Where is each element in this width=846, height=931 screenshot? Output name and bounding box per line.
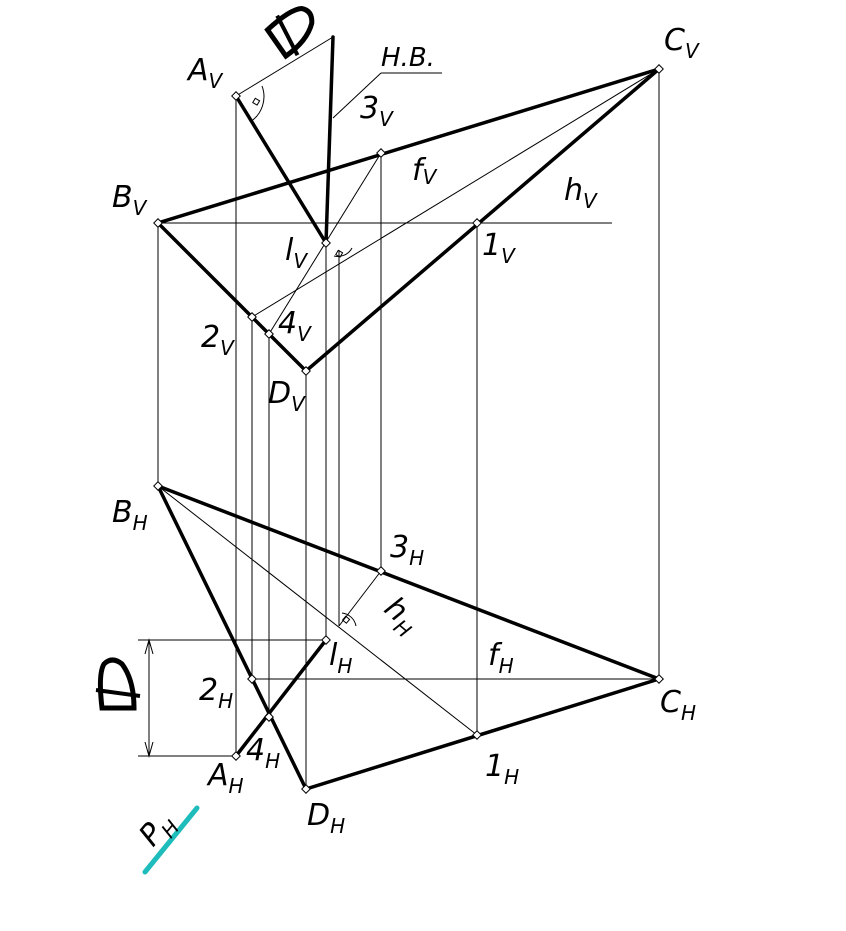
points bbox=[153, 64, 664, 794]
label-ph: PH bbox=[132, 805, 184, 856]
distance-symbol-top bbox=[264, 5, 315, 60]
label-1h: 1H bbox=[485, 749, 519, 789]
point-2v bbox=[247, 312, 257, 322]
point-av bbox=[231, 91, 241, 101]
label-lh: lH bbox=[329, 638, 352, 678]
label-1v: 1V bbox=[482, 228, 516, 268]
frontal-fv bbox=[251, 68, 660, 318]
point-2h bbox=[247, 674, 257, 684]
label-bh: BH bbox=[112, 495, 148, 535]
horizontal-hh bbox=[157, 485, 478, 736]
main-lines bbox=[154, 35, 665, 792]
point-4v bbox=[264, 329, 274, 339]
label-hh: hH bbox=[374, 590, 426, 643]
plane-bcd-horizontal bbox=[156, 484, 665, 792]
cutting-plane-trace-ph bbox=[142, 805, 200, 875]
label-2h: 2H bbox=[199, 673, 233, 713]
point-3h bbox=[376, 566, 386, 576]
right-angle-arc-av bbox=[249, 85, 265, 123]
label-dv: DV bbox=[268, 376, 306, 416]
label-fh: fH bbox=[488, 638, 514, 678]
point-3v bbox=[376, 148, 386, 158]
label-4h: 4H bbox=[246, 733, 280, 773]
true-length-line bbox=[324, 35, 335, 245]
label-nv: Н.В. bbox=[381, 43, 435, 73]
point-lh bbox=[321, 635, 331, 645]
line-3h-lh bbox=[338, 570, 382, 627]
label-fv: fV bbox=[412, 153, 438, 189]
label-ah: AH bbox=[206, 758, 244, 798]
right-angle-marks bbox=[249, 85, 357, 627]
point-ch bbox=[654, 674, 664, 684]
point-1h bbox=[472, 730, 482, 740]
plane-bcd-frontal bbox=[154, 67, 661, 374]
point-dh bbox=[301, 784, 311, 794]
point-dv bbox=[301, 366, 311, 376]
distance-symbol-dim bbox=[95, 657, 141, 711]
label-cv: CV bbox=[664, 23, 700, 63]
right-angle-sq-av bbox=[252, 97, 261, 106]
point-ah bbox=[231, 751, 241, 761]
right-angle-sq-lv bbox=[335, 249, 344, 258]
point-1v bbox=[472, 218, 482, 228]
right-angle-arc-lv bbox=[333, 247, 353, 257]
nv-leader-diag bbox=[332, 72, 382, 119]
point-4h bbox=[264, 712, 274, 722]
label-3v: 3V bbox=[360, 91, 394, 131]
point-lv bbox=[321, 238, 331, 248]
label-3h: 3H bbox=[390, 530, 424, 570]
label-2v: 2V bbox=[201, 320, 235, 360]
point-cv bbox=[654, 64, 664, 74]
dim-arrow-top bbox=[144, 638, 154, 655]
point-bv bbox=[153, 218, 163, 228]
label-bv: BV bbox=[112, 180, 148, 220]
label-lv: lV bbox=[285, 233, 308, 273]
label-4v: 4V bbox=[278, 306, 312, 346]
label-dh: DH bbox=[307, 798, 345, 838]
right-angle-sq-lh bbox=[341, 615, 351, 624]
label-av: AV bbox=[186, 53, 224, 93]
perpendicular-av-lv bbox=[234, 94, 328, 245]
dim-arrow-bottom bbox=[144, 741, 154, 758]
perp-construct-v bbox=[235, 36, 334, 97]
label-ch: CH bbox=[660, 685, 696, 725]
point-bh bbox=[153, 481, 163, 491]
right-angle-arc-lh bbox=[341, 612, 357, 627]
label-hv: hV bbox=[564, 173, 598, 213]
perpendicular-ah-lh bbox=[234, 638, 328, 758]
